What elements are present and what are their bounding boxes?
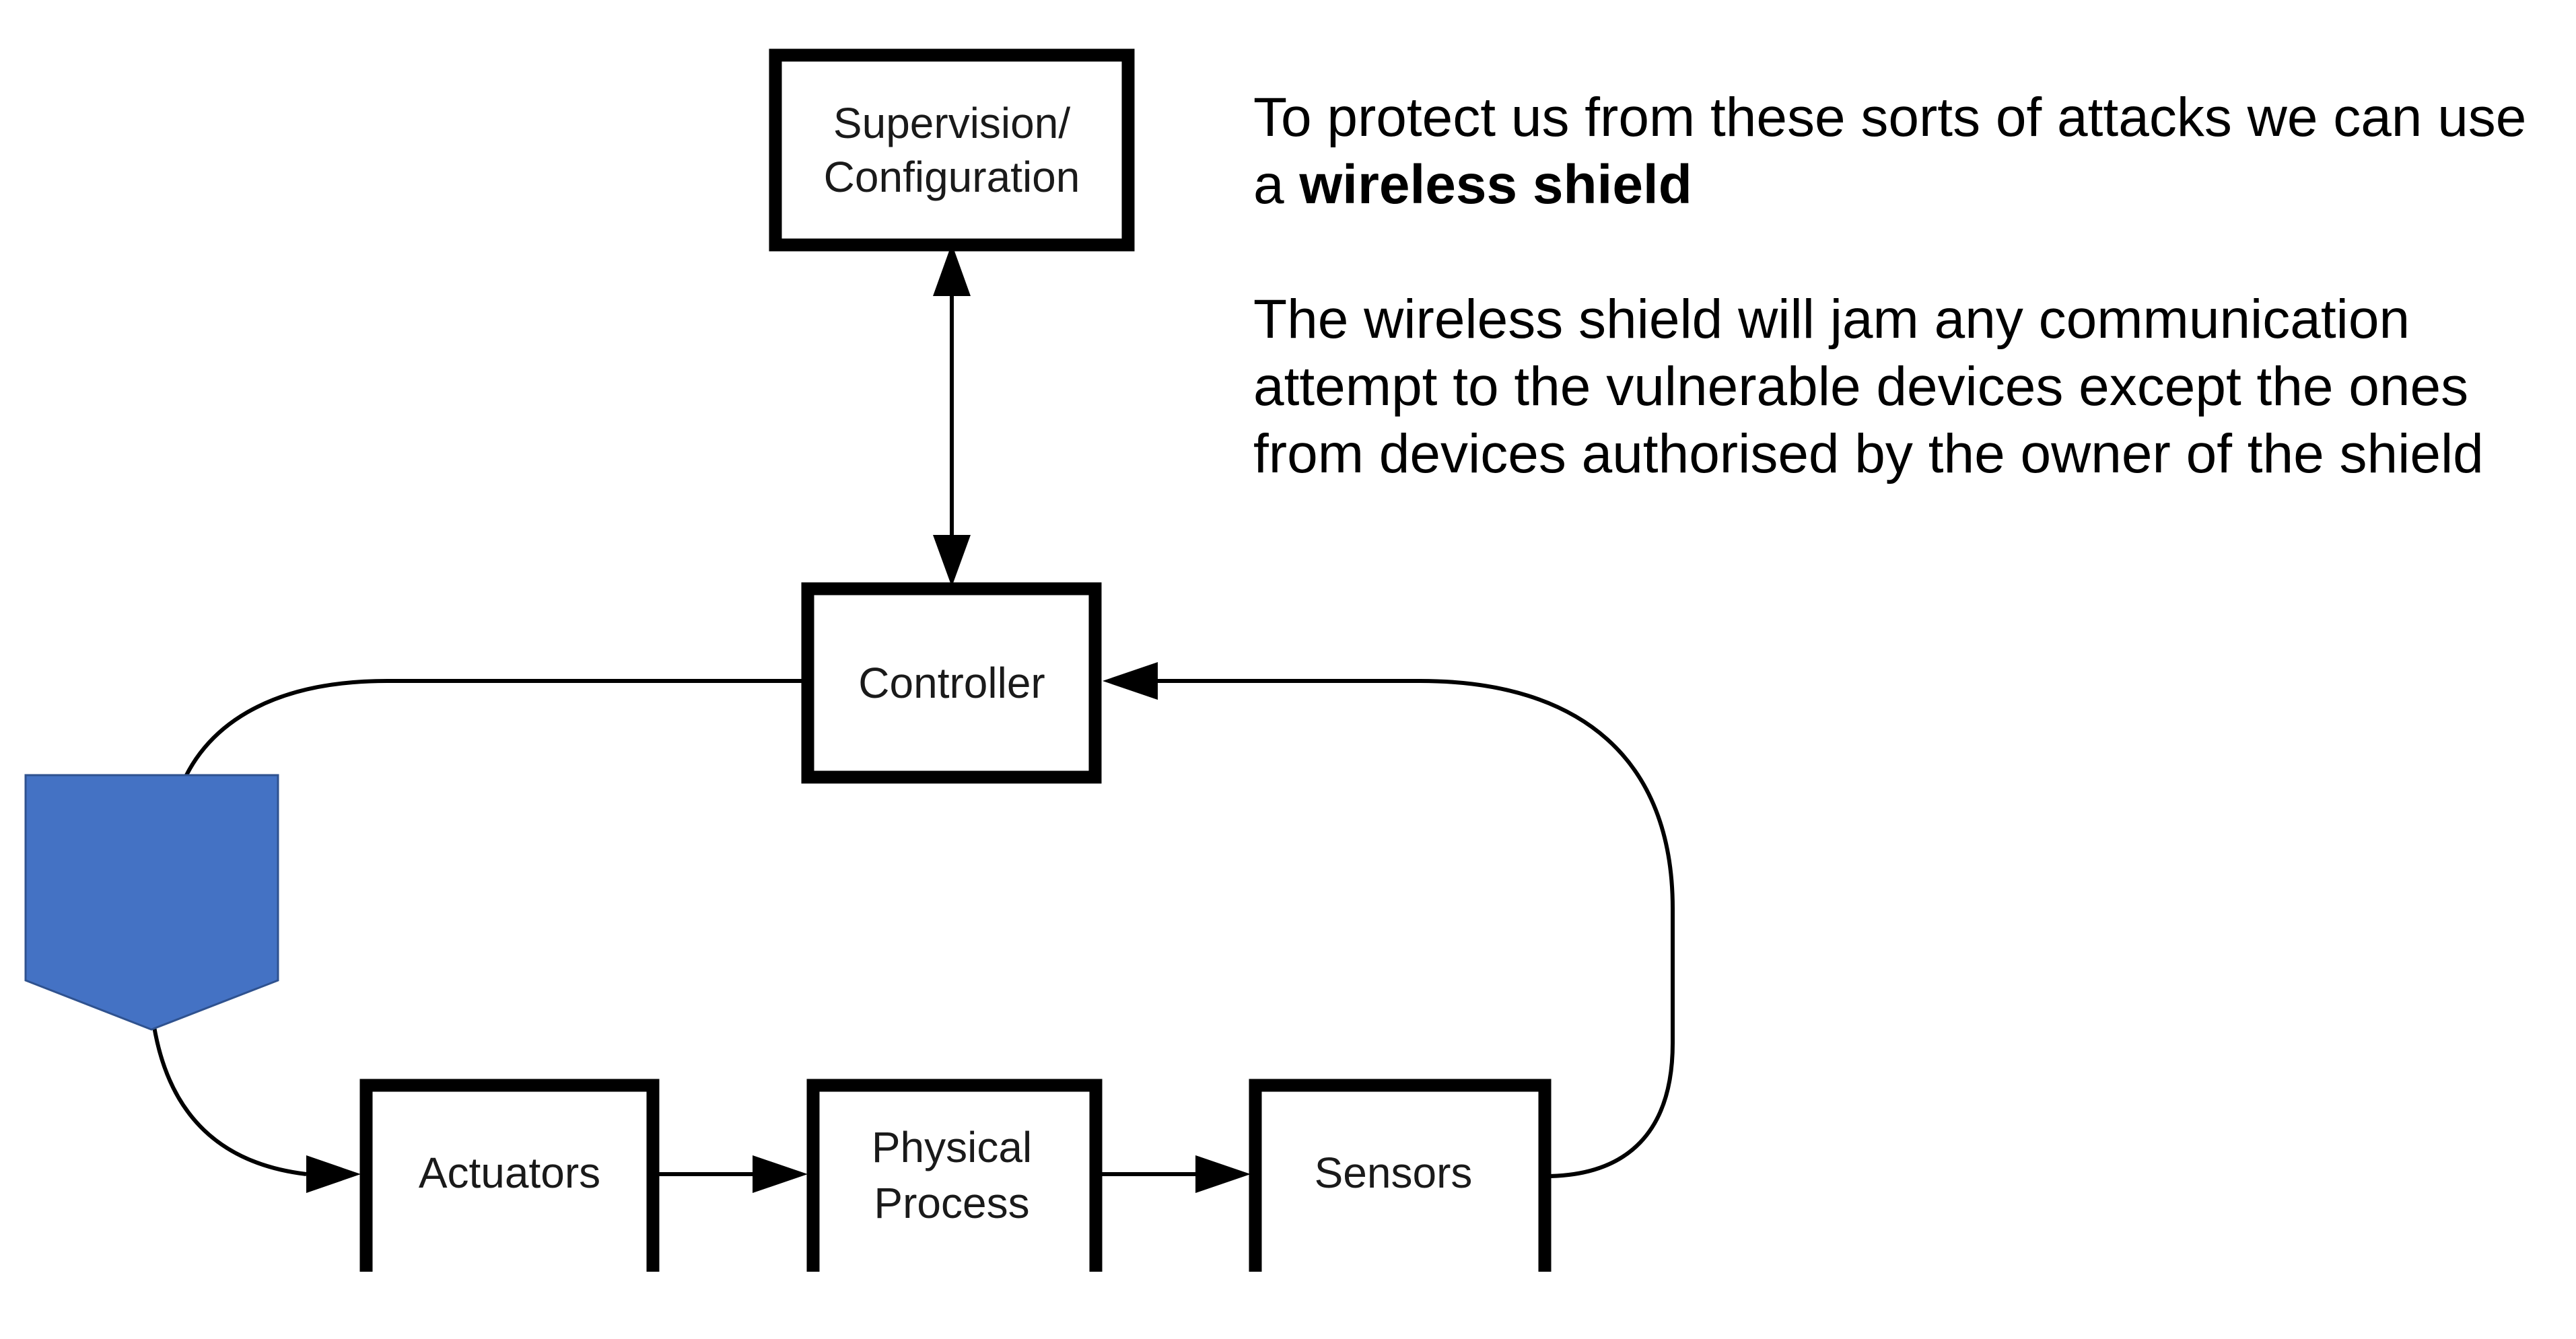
node-controller-label: Controller <box>858 659 1045 707</box>
node-supervision-line1: Supervision/ <box>833 99 1070 147</box>
node-supervision: Supervision/ Configuration <box>769 48 1135 252</box>
node-sensors-label: Sensors <box>1315 1149 1473 1197</box>
node-actuators-label: Actuators <box>419 1149 600 1197</box>
wireless-shield-term: wireless shield <box>1299 154 1692 215</box>
node-supervision-line2: Configuration <box>824 153 1080 201</box>
shield-description: The wireless shield will jam any communi… <box>1253 289 2484 484</box>
arrowhead-up-to-supervision <box>933 244 971 296</box>
node-sensors: Sensors <box>1249 1079 1552 1294</box>
arrowhead-to-process <box>753 1155 808 1193</box>
node-actuators: Actuators <box>359 1079 660 1294</box>
intro-text: To protect us from these sorts of attack… <box>1253 87 2527 215</box>
arrowhead-down-to-controller <box>933 535 971 587</box>
node-process-line2: Process <box>874 1179 1029 1227</box>
node-controller: Controller <box>801 582 1102 784</box>
arrowhead-to-sensors <box>1195 1155 1251 1193</box>
edge-sensors-controller <box>1158 679 1675 1178</box>
arrowhead-to-actuators <box>306 1155 361 1193</box>
explanation-text: To protect us from these sorts of attack… <box>1253 84 2532 488</box>
arrowhead-to-controller <box>1103 662 1158 700</box>
diagram-bottom-mask <box>0 1272 2576 1339</box>
node-physical-process: Physical Process <box>806 1079 1103 1294</box>
intro-paragraph: To protect us from these sorts of attack… <box>1253 84 2532 219</box>
shield-icon <box>24 774 279 1031</box>
node-process-line1: Physical <box>872 1123 1032 1171</box>
